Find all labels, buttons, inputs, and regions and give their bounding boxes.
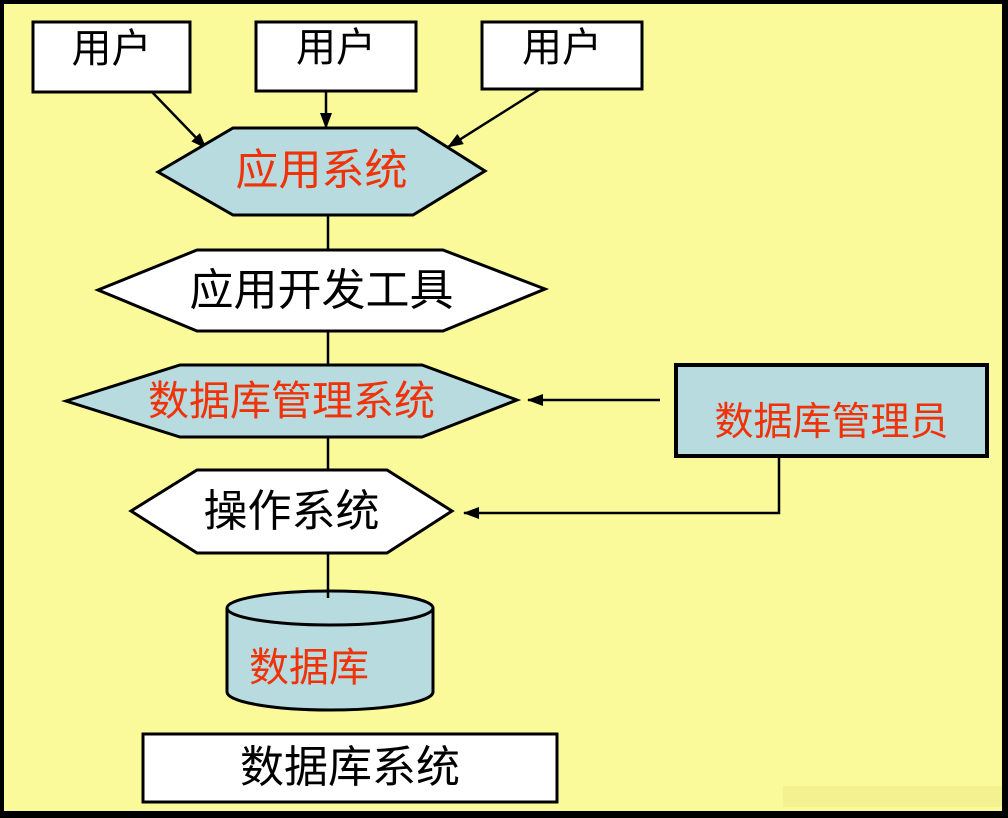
os-hexagon xyxy=(128,468,455,555)
dba-label: 数据库管理员 xyxy=(714,400,949,444)
app-system-hexagon xyxy=(155,126,488,217)
app-system-label: 应用系统 xyxy=(235,148,408,195)
edge-dba-os xyxy=(463,456,781,519)
database-cylinder-top xyxy=(225,589,435,627)
database-cylinder-body xyxy=(225,608,435,712)
user2-box xyxy=(254,20,418,93)
edge-user3-appsystem xyxy=(447,87,541,149)
db-system-label: 数据库系统 xyxy=(240,743,460,792)
user2-label: 用户 xyxy=(296,25,376,70)
user3-box xyxy=(480,20,644,91)
dbms-hexagon xyxy=(61,363,522,439)
dev-tools-hexagon xyxy=(94,248,550,333)
user1-box xyxy=(31,20,192,94)
edge-user1-appsystem xyxy=(151,91,207,149)
dev-tools-label: 应用开发工具 xyxy=(189,265,454,315)
dbms-label: 数据库管理系统 xyxy=(148,377,435,424)
user1-label: 用户 xyxy=(71,26,152,71)
os-label: 操作系统 xyxy=(203,486,380,536)
dba-box xyxy=(674,363,989,458)
user3-label: 用户 xyxy=(522,25,602,70)
db-system-box xyxy=(141,732,559,804)
database-label: 数据库 xyxy=(249,645,369,690)
watermark xyxy=(783,786,1002,807)
